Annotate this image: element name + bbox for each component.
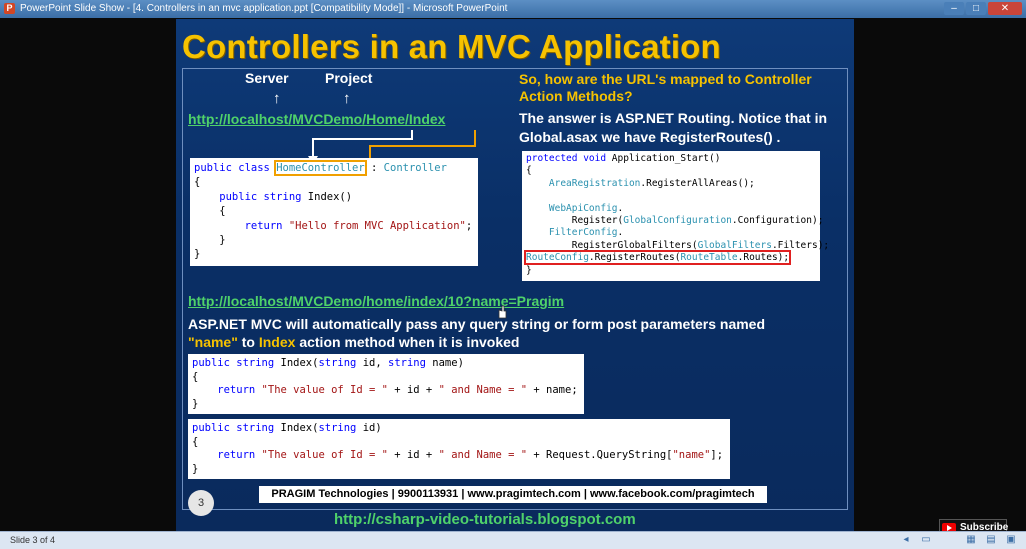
home-controller-highlight: HomeController	[274, 160, 367, 176]
slideshow-icon[interactable]: ▤	[986, 534, 996, 545]
youtube-icon	[942, 523, 956, 533]
slide-title: Controllers in an MVC Application	[182, 28, 721, 65]
register-routes-highlight: RouteConfig.RegisterRoutes(RouteTable.Ro…	[523, 250, 792, 266]
footer-url[interactable]: http://csharp-video-tutorials.blogspot.c…	[334, 511, 636, 528]
minimize-icon[interactable]: –	[944, 2, 964, 15]
content-frame	[182, 68, 848, 510]
url-query-string[interactable]: http://localhost/MVCDemo/home/index/10?n…	[188, 293, 565, 309]
code-application-start: protected void Application_Start() { Are…	[522, 151, 829, 281]
prev-icon[interactable]: ◂	[903, 534, 909, 545]
code-index-query-string: public string Index(string id) { return …	[188, 419, 730, 479]
project-arrow-icon: ↑	[343, 90, 351, 107]
slide[interactable]: Controllers in an MVC Application Server…	[176, 19, 854, 535]
window-title: PowerPoint Slide Show - [4. Controllers …	[20, 3, 508, 14]
slide-counter: Slide 3 of 4	[10, 535, 56, 545]
project-label: Project	[325, 70, 373, 86]
footer-contact: PRAGIM Technologies | 9900113931 | www.p…	[259, 486, 767, 503]
fit-window-icon[interactable]: ▣	[1006, 534, 1016, 545]
window-titlebar: P PowerPoint Slide Show - [4. Controller…	[0, 0, 1026, 18]
maximize-icon[interactable]: □	[966, 2, 986, 15]
slide-number-badge: 3	[188, 490, 214, 516]
code-index-two-params: public string Index(string id, string na…	[188, 354, 584, 414]
routing-question: So, how are the URL's mapped to Controll…	[519, 71, 812, 104]
subscribe-label: Subscribe	[960, 522, 1009, 533]
mouse-cursor-icon	[498, 305, 507, 319]
note-line-2: "name" to Index action method when it is…	[188, 334, 520, 350]
notes-icon[interactable]: ▭	[921, 534, 931, 545]
close-icon[interactable]: ✕	[988, 2, 1022, 15]
server-label: Server	[245, 70, 289, 86]
url-home-index[interactable]: http://localhost/MVCDemo/Home/Index	[188, 111, 446, 127]
code-home-controller: public class HomeController : Controller…	[190, 158, 478, 266]
routing-answer: The answer is ASP.NET Routing. Notice th…	[519, 110, 828, 145]
note-line-1: ASP.NET MVC will automatically pass any …	[188, 316, 766, 332]
status-bar: Slide 3 of 4 ◂ ▭ ▦ ▤ ▣	[0, 531, 1026, 549]
server-arrow-icon: ↑	[273, 90, 281, 107]
view-buttons-icon[interactable]: ▦	[966, 534, 976, 545]
presentation-icon: P	[4, 3, 15, 14]
